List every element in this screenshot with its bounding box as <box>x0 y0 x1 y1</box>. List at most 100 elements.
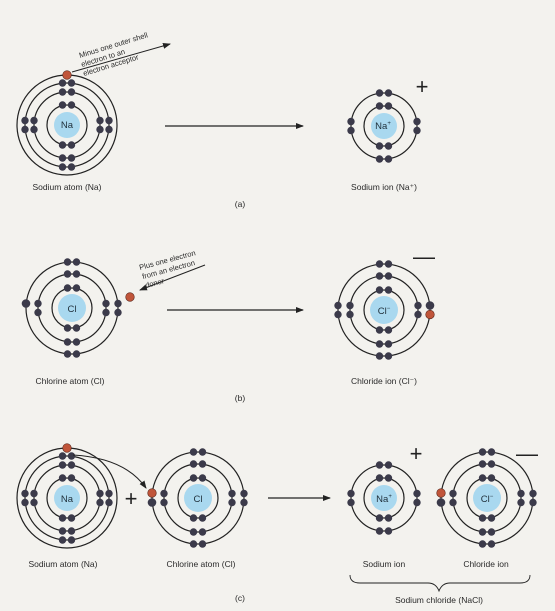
sodium-atom-label: Sodium atom (Na) <box>33 182 102 192</box>
electron-loss-arrow <box>71 43 171 73</box>
electron <box>478 448 487 456</box>
electron <box>21 498 29 507</box>
electron <box>384 527 393 535</box>
electron <box>384 326 393 334</box>
electron-shell <box>177 477 219 519</box>
electron <box>384 514 393 522</box>
electron <box>487 540 496 548</box>
electron <box>375 474 384 482</box>
electron <box>30 498 38 507</box>
electron <box>517 489 525 498</box>
electron-transfer-arrow <box>72 454 147 489</box>
electron-shell <box>363 289 405 331</box>
sodium-ion-c <box>347 461 421 535</box>
electron <box>384 340 393 348</box>
electron <box>67 461 76 469</box>
electron <box>478 514 487 522</box>
sodium-atom-label-c: Sodium atom (Na) <box>29 559 98 569</box>
chlorine-atom <box>21 258 122 358</box>
electron <box>425 301 435 310</box>
nucleus <box>371 113 397 139</box>
chlorine-symbol-c: Cl <box>194 494 203 505</box>
electron <box>63 350 72 358</box>
electron-shell <box>350 92 418 160</box>
electron <box>334 301 342 310</box>
electron <box>58 88 67 96</box>
electron <box>347 126 355 135</box>
electron <box>63 284 72 292</box>
electron-loss-note: Minus one outer shell electron to an ele… <box>78 30 149 78</box>
nucleus <box>370 296 398 324</box>
electron <box>375 326 384 334</box>
electron-shell <box>349 275 419 345</box>
sodium-atom-c <box>16 443 118 549</box>
transferred-electron <box>436 488 446 498</box>
electron <box>105 125 113 134</box>
electron <box>529 489 537 498</box>
electron <box>160 498 168 507</box>
sodium-ion-label: Sodium ion <box>363 559 406 569</box>
electron <box>487 460 496 468</box>
electron <box>67 452 76 460</box>
electron <box>30 116 38 125</box>
nucleus <box>473 484 501 512</box>
electron <box>58 474 67 482</box>
chlorine-atom-c <box>147 448 248 548</box>
electron <box>34 299 42 308</box>
sodium-ion-symbol: Na+ <box>375 121 391 132</box>
chlorine-atom-label-c: Chlorine atom (Cl) <box>167 559 236 569</box>
electron <box>189 528 198 536</box>
electron <box>487 514 496 522</box>
electron-shell <box>33 464 101 532</box>
electron <box>413 498 421 507</box>
electron-gain-note: Plus one electron from an electron donor <box>138 248 196 290</box>
electron <box>58 163 67 171</box>
electron <box>375 461 384 469</box>
chloride-ion-label: Chloride ion <box>463 559 509 569</box>
ion-minus-sign: — <box>516 441 538 466</box>
electron <box>102 308 110 317</box>
electron <box>375 527 384 535</box>
electron <box>67 536 76 544</box>
electron <box>346 301 354 310</box>
electron-gain-arrow <box>139 264 206 291</box>
electron <box>34 308 42 317</box>
electron <box>375 155 384 163</box>
electron-shell <box>440 451 534 545</box>
electron <box>160 489 168 498</box>
panel-tag-a: (a) <box>235 199 246 209</box>
electron <box>384 286 393 294</box>
chloride-ion-symbol: Cl− <box>378 306 391 317</box>
chlorine-atom-label: Chlorine atom (Cl) <box>36 376 105 386</box>
electron <box>384 461 393 469</box>
plus-between-atoms: + <box>125 486 138 511</box>
electron <box>375 352 384 360</box>
electron <box>478 460 487 468</box>
chlorine-atom-symbol: Cl <box>68 304 77 315</box>
electron <box>449 498 457 507</box>
negative-charge-sign: — <box>413 244 435 269</box>
electron <box>198 528 207 536</box>
electron <box>147 498 157 507</box>
electron <box>72 338 81 346</box>
compound-label: Sodium chloride (NaCl) <box>395 595 483 605</box>
electron <box>58 514 67 522</box>
sodium-atom-symbol: Na <box>61 120 74 131</box>
electron <box>375 272 384 280</box>
electron <box>58 101 67 109</box>
electron-shell <box>51 287 93 329</box>
electron <box>413 117 421 126</box>
electron-shell <box>466 477 508 519</box>
electron <box>189 514 198 522</box>
electron <box>375 340 384 348</box>
electron <box>58 79 67 87</box>
electron <box>347 498 355 507</box>
sodium-symbol-c: Na <box>61 494 74 505</box>
electron <box>96 498 104 507</box>
electron <box>478 528 487 536</box>
electron <box>198 474 207 482</box>
electron <box>375 102 384 110</box>
electron <box>63 258 72 266</box>
electron <box>63 270 72 278</box>
electron-shell <box>363 105 405 147</box>
